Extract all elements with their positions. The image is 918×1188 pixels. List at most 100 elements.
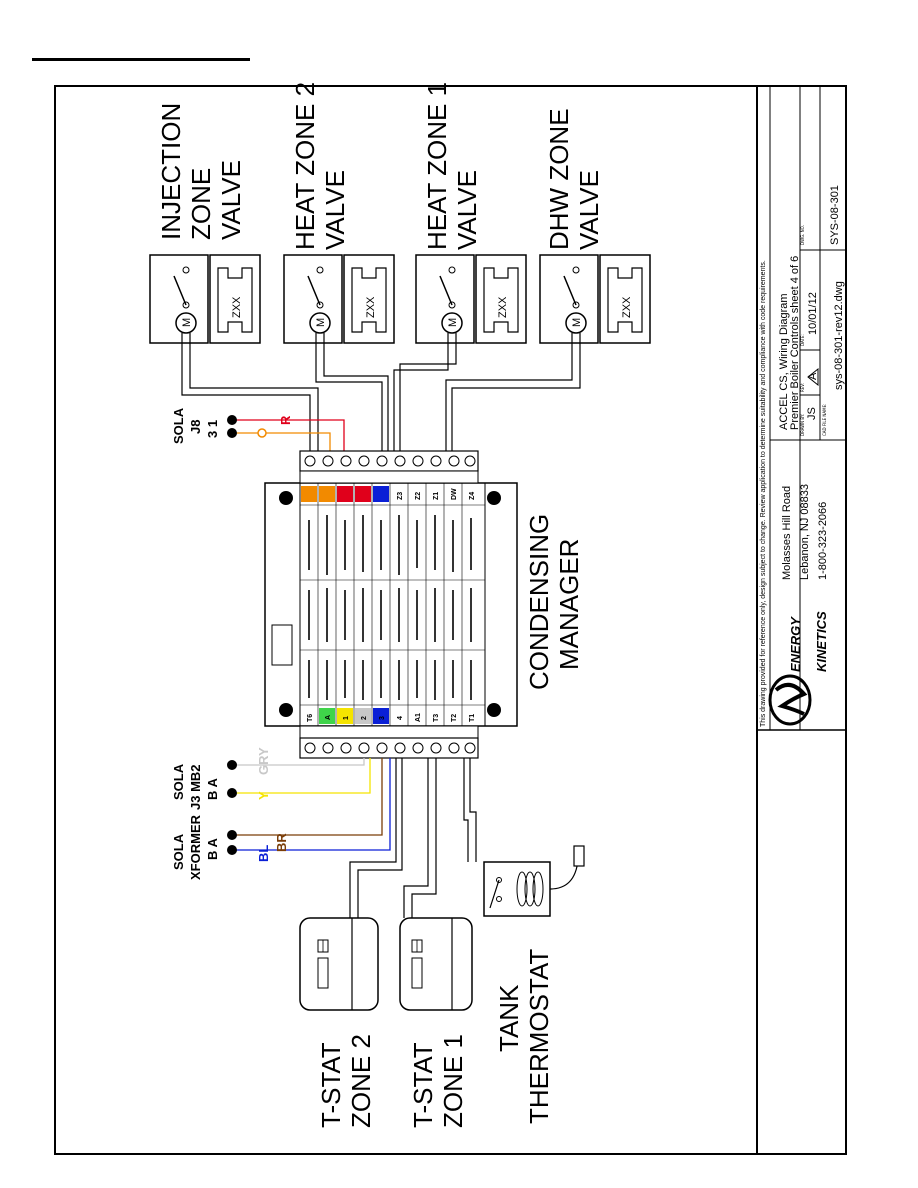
sola-j8-label-2: J8 [188,420,203,434]
terminal-cell-orange [301,486,317,502]
left-terminal-labels: T6 A 1 2 3 4 A1 T3 T2 T1 [307,713,476,722]
valve-heat-zone-2: M ZXX HEAT ZONE 2 VALVE [283,82,395,344]
drawn-by-value: JS [806,407,818,420]
tank-sensor-bulb-icon [573,845,585,867]
address-line2: Lebanon, NJ 08833 [799,484,811,580]
tstat-zone-1-line1: T-STAT [408,1042,438,1128]
wire-label-blue: BL [256,845,271,862]
energy-kinetics-logo: ENERGY KINETICS [768,611,829,726]
motor-label: M [181,318,193,327]
terminal-cell-green [319,708,335,724]
tstat-zone-2-line2: ZONE 2 [346,1034,376,1128]
terminal-label: Z3 [397,492,404,500]
valve-title-line1: INJECTION [156,103,186,240]
thermostat-wiring [349,758,477,918]
terminal-cell-yellow [337,708,353,724]
tank-thermostat-line2: THERMOSTAT [524,949,554,1124]
terminal-label: Z1 [433,492,440,500]
manager-title-line2: MANAGER [554,539,584,670]
manager-title-line1: CONDENSING [524,514,554,690]
tank-thermostat-line1: TANK [494,984,524,1052]
terminal-label: A1 [415,713,422,722]
right-terminal-labels: Z4 DW Z1 Z2 Z3 [397,488,476,500]
sola-j3-pin-a [227,760,237,770]
valve-title-line2: VALVE [574,170,604,250]
terminal-cell-orange-2 [319,486,335,502]
drawn-by-label: DRAWN BY: [800,414,805,436]
valve-title-line1: DHW ZONE [544,108,574,250]
motor-label: M [447,318,459,327]
dwg-no-label: DWG. NO. [800,225,805,245]
valve-title-line2: VALVE [320,170,350,250]
terminal-label: T1 [469,714,476,722]
condensing-manager-board: CONDENSING MANAGER [264,482,584,727]
valve-title-line2: ZONE [186,168,216,240]
phone-number: 1-800-323-2066 [817,502,829,580]
tstat-zone-1: T-STAT ZONE 1 [399,917,473,1128]
valve-title-line2: VALVE [452,170,482,250]
cad-file-label: CAD FILE NAME: [822,404,827,436]
motor-label: M [315,318,327,327]
terminal-cell-grey [355,708,371,724]
wire-label-red: R [278,415,293,425]
header-rule [32,58,250,61]
motor-label: M [571,318,583,327]
sola-xformer-pin-b [227,845,237,855]
sola-j3-wiring [234,758,371,794]
board-label-plate [271,624,293,666]
terminal-label: T3 [433,714,440,722]
valve-dhw-zone: M ZXX DHW ZONE VALVE [539,108,651,344]
terminal-label: 1 [343,716,350,720]
sola-j8-pin-1 [227,428,237,438]
date-label: DATE: [800,334,805,346]
terminal-label: DW [451,488,458,500]
terminal-label: 4 [397,716,404,720]
rev-triangle-icon [807,367,819,387]
title-block: This drawing provided for reference only… [756,86,846,1154]
tstat-zone-2: T-STAT ZONE 2 [299,917,379,1128]
dwg-no-value: SYS-08-301 [829,185,841,245]
cad-file-value: sys-08-301-rev12.dwg [833,281,845,390]
valve-code-label: ZXX [621,296,633,318]
valve-title-line3: VALVE [216,160,246,240]
terminal-label: 2 [361,716,368,720]
valve-title-line1: HEAT ZONE 2 [290,82,320,250]
terminal-strip-top [299,450,479,484]
sola-xformer-pin-a [227,830,237,840]
wire-label-yellow: Y [256,791,271,800]
sola-j8-pin-3 [227,415,237,425]
date-value: 10/01/12 [807,292,819,335]
terminal-cell-red-2 [355,486,371,502]
terminal-label: Z4 [469,492,476,500]
logo-word-energy: ENERGY [788,616,803,672]
terminal-label: 3 [379,716,386,720]
sola-j3-label-1: SOLA [171,763,186,800]
tstat-zone-1-line2: ZONE 1 [438,1034,468,1128]
wire-label-brown: BR [274,833,289,852]
sola-xformer-pins: B A [205,837,220,860]
sheet-number: Premier Boiler Controls sheet 4 of 6 [789,256,801,430]
valve-wiring [181,333,581,460]
disclaimer-text: This drawing provided for reference only… [760,260,767,727]
valve-code-label: ZXX [231,296,243,318]
address-line1: Molasses Hill Road [781,486,793,580]
wire-label-grey: GRY [256,747,271,775]
terminal-label: T2 [451,714,458,722]
orange-splice-icon [257,428,267,438]
sheet-border [54,85,847,1155]
terminal-cell-red [337,486,353,502]
rev-value: A [807,372,819,380]
terminal-cell-blue-2 [373,486,389,502]
sola-j8-label-1: SOLA [171,407,186,444]
terminal-label: Z2 [415,492,422,500]
sola-xformer-label-2: XFORMER [188,814,203,880]
sola-j8-pins: 3 1 [205,420,220,438]
valve-injection: M ZXX INJECTION ZONE VALVE [149,103,261,344]
logo-word-kinetics: KINETICS [814,611,829,672]
valve-title-line1: HEAT ZONE 1 [422,82,452,250]
terminal-strip-bottom [299,725,479,759]
tank-thermostat: TANK THERMOSTAT [483,845,585,1124]
product-title: ACCEL CS, Wiring Diagram [778,293,790,430]
terminal-label: A [325,715,332,720]
